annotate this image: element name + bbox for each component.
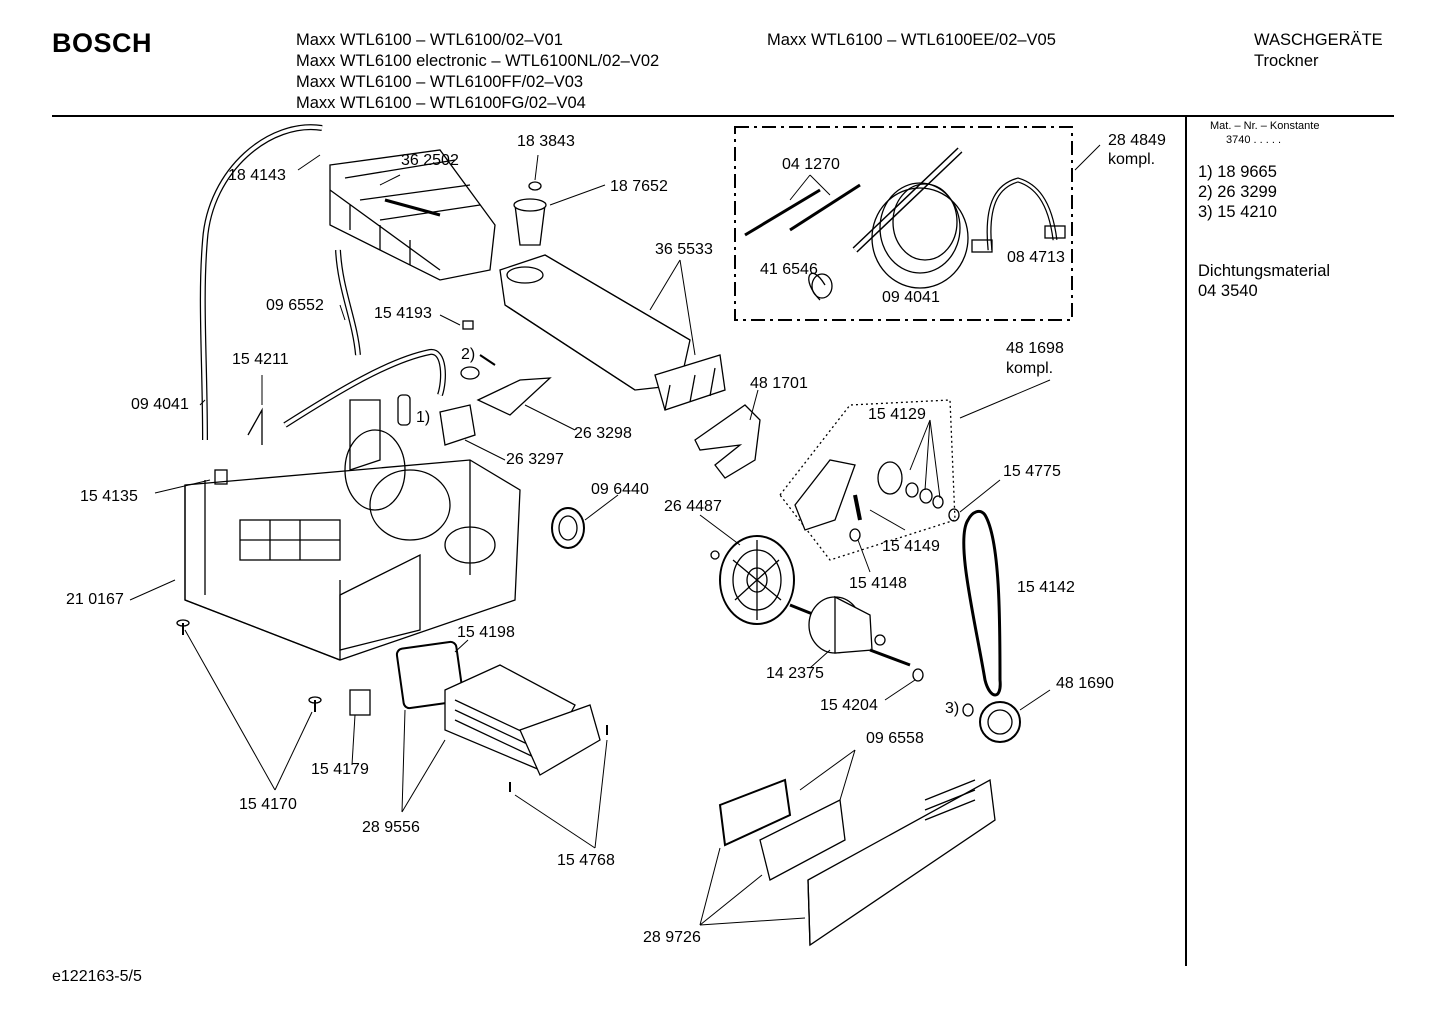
note-item: 2) 26 3299 <box>1198 183 1277 201</box>
part-label: 15 4193 <box>374 305 432 322</box>
model-line: Maxx WTL6100 – WTL6100FF/02–V03 <box>296 73 584 91</box>
part-label: 15 4149 <box>882 538 940 555</box>
model-line: Maxx WTL6100 – WTL6100/02–V01 <box>296 31 563 49</box>
part-label: 15 4179 <box>311 761 369 778</box>
part-label: 09 4041 <box>882 289 940 306</box>
relay-26-3297 <box>439 404 476 446</box>
fan-26-4487 <box>710 535 795 625</box>
part-label: 3) <box>945 700 960 717</box>
part-label: 15 4148 <box>849 575 907 592</box>
part-label: 09 6440 <box>591 481 649 498</box>
part-label: 15 4198 <box>457 624 515 641</box>
base-housing <box>184 399 521 661</box>
capacitor <box>397 394 411 426</box>
seal-label: Dichtungsmaterial <box>1198 262 1331 280</box>
part-label: 28 9726 <box>643 929 701 946</box>
part-label: 18 4143 <box>228 167 286 184</box>
motor-assembly-outline <box>779 399 956 561</box>
part-label: 28 9556 <box>362 819 420 836</box>
cover-26-3298 <box>476 377 552 416</box>
part-label: 15 4135 <box>80 488 138 505</box>
part-label: 15 4142 <box>1017 579 1075 596</box>
footer-code: e122163-5/5 <box>52 968 142 985</box>
part-label: 26 3297 <box>506 451 564 468</box>
brand-logo: BOSCH <box>52 28 153 58</box>
pulley-48-1690 <box>962 701 1021 743</box>
bracket-48-1701 <box>694 404 761 479</box>
category: WASCHGERÄTE <box>1254 31 1383 49</box>
belt-15-4142 <box>962 509 1002 697</box>
part-label: 36 5533 <box>655 241 713 258</box>
part-label: 18 3843 <box>517 133 575 150</box>
front-panel-28-9726 <box>718 778 996 947</box>
catch-15-4179 <box>349 689 371 716</box>
part-label: 36 2502 <box>401 152 459 169</box>
water-channel <box>499 254 691 391</box>
part-label: 15 4211 <box>232 351 289 368</box>
part-label: 09 6552 <box>266 297 324 314</box>
mat-header: Mat. – Nr. – Konstante <box>1210 120 1320 132</box>
part-label: 48 1690 <box>1056 675 1114 692</box>
channel-bracket <box>654 354 726 411</box>
part-15-4193 <box>462 320 474 330</box>
note-item: 3) 15 4210 <box>1198 203 1277 221</box>
part-label: 21 0167 <box>66 591 124 608</box>
motor-14-2375 <box>789 595 924 682</box>
part-label: kompl. <box>1108 151 1156 168</box>
model-right: Maxx WTL6100 – WTL6100EE/02–V05 <box>767 31 1056 49</box>
part-label: 2) <box>461 346 476 363</box>
filter-frame-28-9556 <box>444 664 601 776</box>
clip-15-4211 <box>247 407 263 445</box>
part-label: 09 4041 <box>131 396 189 413</box>
kit-contents <box>744 147 1066 301</box>
part-label: 41 6546 <box>760 261 818 278</box>
part-label: 15 4170 <box>239 796 297 813</box>
pump-cup <box>513 181 547 246</box>
part-label: 26 4487 <box>664 498 722 515</box>
filter-seal-15-4198 <box>395 640 465 710</box>
part-label: 14 2375 <box>766 665 824 682</box>
part-label: 15 4768 <box>557 852 615 869</box>
part-label: 48 1698 <box>1006 340 1064 357</box>
category-title: WASCHGERÄTE Trockner <box>1254 30 1383 72</box>
clip-15-4135 <box>214 469 228 485</box>
part-label: 1) <box>416 409 431 426</box>
kit-box <box>734 126 1073 321</box>
sensor <box>460 366 480 380</box>
notes-list: 1) 18 9665 2) 26 3299 3) 15 4210 <box>1198 162 1277 222</box>
seal-info: Dichtungsmaterial 04 3540 <box>1198 261 1330 301</box>
part-label: 18 7652 <box>610 178 668 195</box>
part-label: 15 4204 <box>820 697 878 714</box>
part-label: 15 4775 <box>1003 463 1061 480</box>
water-container <box>329 149 496 281</box>
part-label: 48 1701 <box>750 375 808 392</box>
leader-lines <box>129 144 1101 926</box>
part-label: 09 6558 <box>866 730 924 747</box>
model-line: Maxx WTL6100 – WTL6100FG/02–V04 <box>296 94 586 112</box>
subcategory: Trockner <box>1254 52 1319 70</box>
part-label: 08 4713 <box>1007 249 1065 266</box>
model-line: Maxx WTL6100 electronic – WTL6100NL/02–V… <box>296 52 660 70</box>
model-list: Maxx WTL6100 – WTL6100/02–V01 Maxx WTL61… <box>296 30 659 114</box>
part-label: 04 1270 <box>782 156 840 173</box>
motor-bracket <box>794 459 960 542</box>
seal-09-6440 <box>551 507 585 549</box>
seal-number: 04 3540 <box>1198 282 1258 300</box>
part-label: 28 4849 <box>1108 132 1166 149</box>
part-label: kompl. <box>1006 360 1054 377</box>
mat-value: 3740 . . . . . <box>1226 134 1282 146</box>
part-label: 26 3298 <box>574 425 632 442</box>
note-item: 1) 18 9665 <box>1198 163 1277 181</box>
part-label: 15 4129 <box>868 406 926 423</box>
